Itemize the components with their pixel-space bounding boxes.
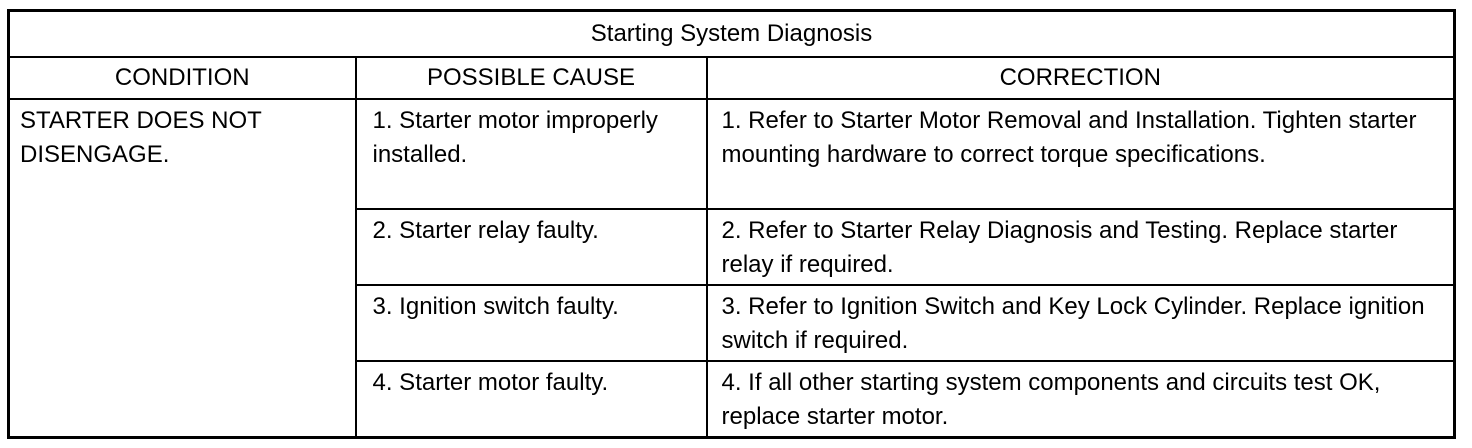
cause-cell: 1. Starter motor improperly installed. <box>354 98 708 210</box>
cause-cell: 4. Starter motor faulty. <box>354 360 708 439</box>
title-row: Starting System Diagnosis <box>6 9 1457 58</box>
table-row: STARTER DOES NOT DISENGAGE. 1. Starter m… <box>7 98 1457 439</box>
correction-cell: 3. Refer to Ignition Switch and Key Lock… <box>705 284 1457 362</box>
condition-cell: STARTER DOES NOT DISENGAGE. <box>7 98 357 439</box>
correction-cell: 2. Refer to Starter Relay Diagnosis and … <box>705 208 1457 286</box>
cause-cell: 3. Ignition switch faulty. <box>354 284 708 362</box>
header-row: CONDITION POSSIBLE CAUSE CORRECTION <box>7 56 1457 100</box>
header-possible-cause: POSSIBLE CAUSE <box>354 56 708 100</box>
cause-cell: 2. Starter relay faulty. <box>354 208 708 286</box>
correction-cell: 1. Refer to Starter Motor Removal and In… <box>705 98 1457 210</box>
header-condition: CONDITION <box>7 56 357 100</box>
header-correction: CORRECTION <box>705 56 1457 100</box>
table-row: 4. Starter motor faulty. 4. If all other… <box>9 360 1457 439</box>
table-title: Starting System Diagnosis <box>6 9 1457 58</box>
table-row: 3. Ignition switch faulty. 3. Refer to I… <box>9 284 1457 362</box>
table-row: 2. Starter relay faulty. 2. Refer to Sta… <box>9 208 1457 286</box>
correction-cell: 4. If all other starting system componen… <box>705 360 1457 439</box>
diagnosis-table: Starting System Diagnosis CONDITION POSS… <box>6 9 1457 439</box>
